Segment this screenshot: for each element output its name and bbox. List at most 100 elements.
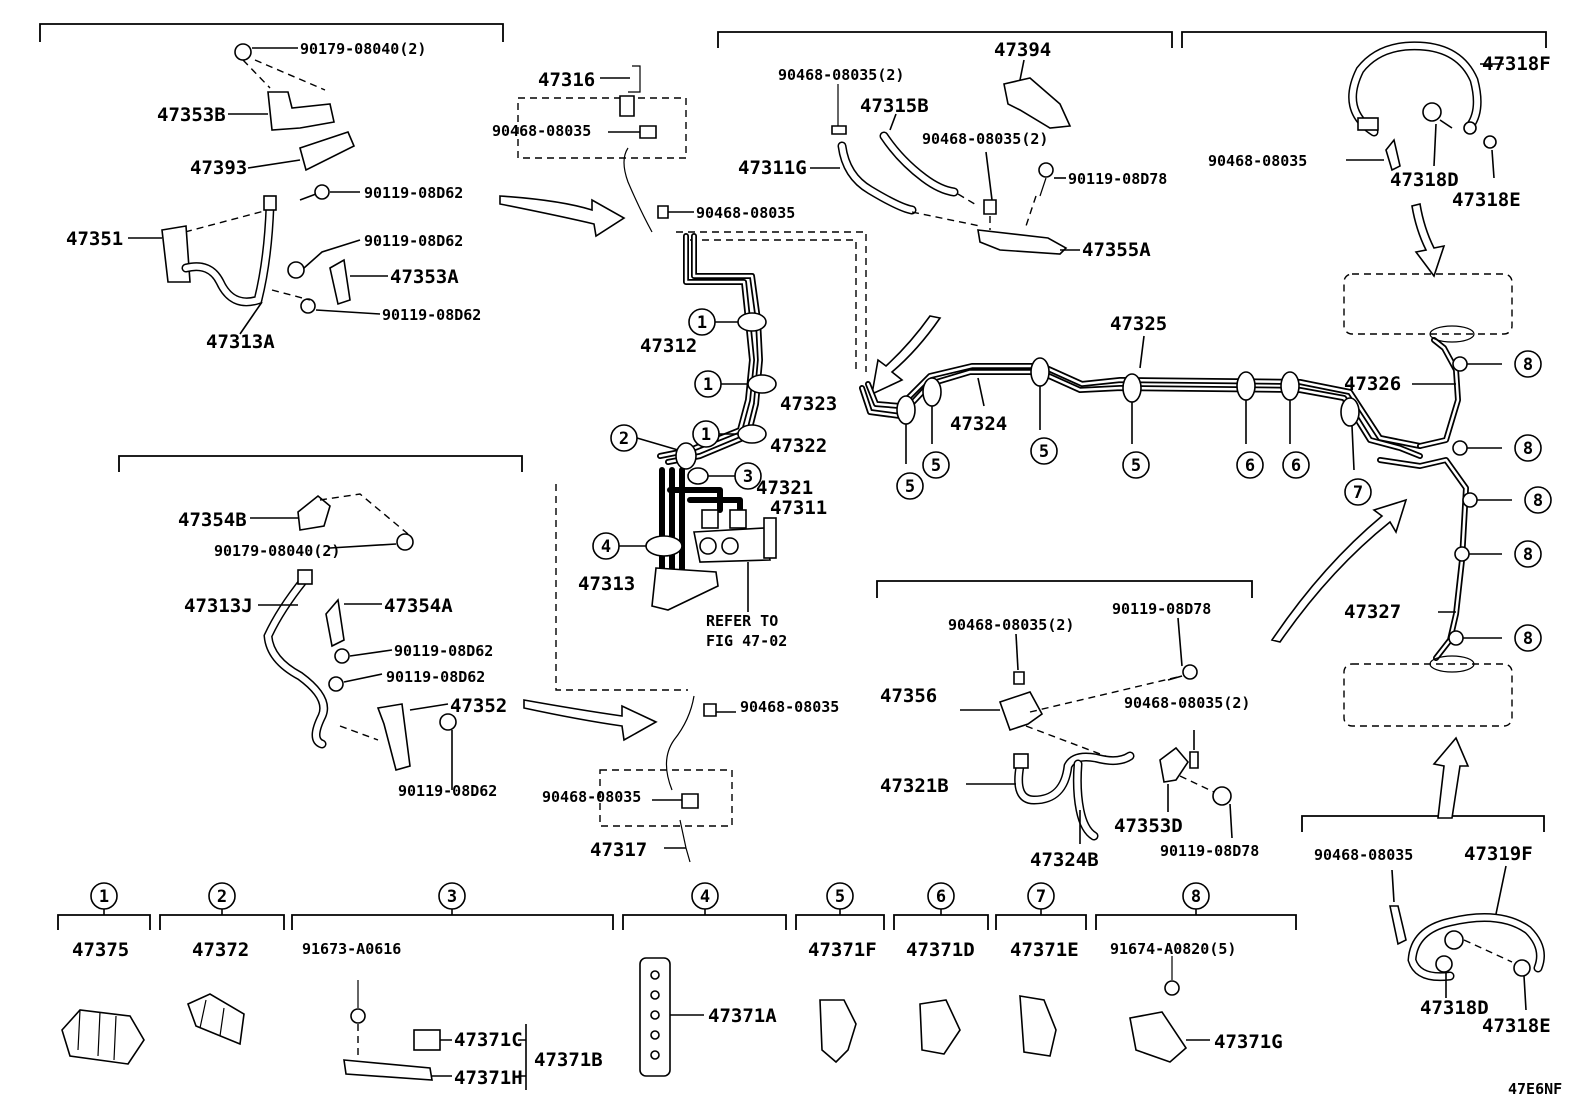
bottom-centre-hose-group [960,617,1233,844]
callout-1a: 1 [688,308,716,336]
callout-5b: 5 [922,451,950,479]
callout-4: 4 [592,532,620,560]
label-refer-fig: FIG 47-02 [706,632,787,650]
svg-text:2: 2 [217,887,227,907]
label-47311: 47311 [770,497,827,519]
callout-6b: 6 [1282,451,1310,479]
label-90119-08D62-a: 90119-08D62 [364,184,463,202]
svg-text:8: 8 [1523,355,1533,375]
label-47371B: 47371B [534,1049,603,1071]
label-47356: 47356 [880,685,937,707]
label-47371A: 47371A [708,1005,777,1027]
label-90119-08D78-b: 90119-08D78 [1112,600,1211,618]
svg-text:1: 1 [99,887,109,907]
svg-text:7: 7 [1353,483,1363,503]
label-47322: 47322 [770,435,827,457]
bottom-right-hose [1389,865,1545,1011]
svg-text:8: 8 [1523,629,1533,649]
label-90468-08035-2-c: 90468-08035(2) [948,616,1074,634]
label-refer-to: REFER TO [706,612,778,630]
label-47324: 47324 [950,413,1007,435]
label-90119-08D78-a: 90119-08D78 [1068,170,1167,188]
callout-7: 7 [1344,478,1372,506]
label-47321B: 47321B [880,775,949,797]
top-centre-hose-group [810,59,1080,255]
svg-text:7: 7 [1036,887,1046,907]
key-callout-3: 3 [438,882,466,910]
svg-text:1: 1 [697,313,707,333]
callout-8b: 8 [1514,434,1542,462]
label-90468-08035-br: 90468-08035 [1314,846,1413,864]
svg-text:1: 1 [703,375,713,395]
part-labels: 90179-08040(2) 47353B 47393 90119-08D62 … [66,39,1562,1098]
label-47372: 47372 [192,939,249,961]
callout-5d: 5 [1122,451,1150,479]
label-90119-08D62-b: 90119-08D62 [364,232,463,250]
key-callout-4: 4 [691,882,719,910]
label-90119-08D62-c: 90119-08D62 [382,306,481,324]
callout-1c: 1 [692,420,720,448]
label-47324B: 47324B [1030,849,1099,871]
callout-1b: 1 [694,370,722,398]
label-47371F: 47371F [808,939,877,961]
label-47323: 47323 [780,393,837,415]
label-47318D-b: 47318D [1420,997,1489,1019]
label-47311G: 47311G [738,157,807,179]
key-callout-1: 1 [90,882,118,910]
label-47375: 47375 [72,939,129,961]
label-47325: 47325 [1110,313,1167,335]
label-47371E: 47371E [1010,939,1079,961]
svg-text:6: 6 [936,887,946,907]
group-brackets [39,23,1547,930]
label-47351: 47351 [66,228,123,250]
main-rear-brake-lines [859,203,1513,819]
key-callout-6: 6 [927,882,955,910]
label-47313: 47313 [578,573,635,595]
label-47313J: 47313J [184,595,253,617]
svg-text:3: 3 [743,467,753,487]
label-90468-08035-2-mid: 90468-08035(2) [922,130,1048,148]
svg-text:5: 5 [931,456,941,476]
label-47319F: 47319F [1464,843,1533,865]
label-47312: 47312 [640,335,697,357]
label-47353A: 47353A [390,266,459,288]
svg-text:1: 1 [701,425,711,445]
svg-text:3: 3 [447,887,457,907]
svg-text:6: 6 [1291,456,1301,476]
label-90468-08035-box2: 90468-08035 [542,788,641,806]
label-47321: 47321 [756,477,813,499]
key-callout-2: 2 [208,882,236,910]
label-47352: 47352 [450,695,507,717]
label-47354A: 47354A [384,595,453,617]
top-right-hose [1346,41,1504,179]
key-callout-8: 8 [1182,882,1210,910]
svg-text:8: 8 [1523,545,1533,565]
label-47318E-a: 47318E [1452,189,1521,211]
callout-circles: 1 1 1 2 3 4 5 5 5 5 6 6 7 8 8 8 8 8 1 2 … [90,308,1552,910]
label-90119-08D78-c: 90119-08D78 [1160,842,1259,860]
clip-oval [1122,373,1142,403]
callout-8e: 8 [1514,624,1542,652]
clip-oval [896,395,916,425]
clip-oval [1340,397,1360,427]
svg-text:5: 5 [905,477,915,497]
svg-text:5: 5 [1131,456,1141,476]
svg-text:8: 8 [1523,439,1533,459]
label-90468-08035-m1: 90468-08035 [696,204,795,222]
svg-text:2: 2 [619,429,629,449]
label-47316: 47316 [538,69,595,91]
label-90468-08035-2-top: 90468-08035(2) [778,66,904,84]
label-91674-A0820: 91674-A0820(5) [1110,940,1236,958]
label-47371G: 47371G [1214,1031,1283,1053]
svg-text:6: 6 [1245,456,1255,476]
label-47355A: 47355A [1082,239,1151,261]
label-47318E-b: 47318E [1482,1015,1551,1037]
key-callout-7: 7 [1027,882,1055,910]
label-47353D: 47353D [1114,815,1183,837]
label-47353B: 47353B [157,104,226,126]
clip-oval [1236,371,1256,401]
svg-text:5: 5 [1039,442,1049,462]
label-47371C: 47371C [454,1029,523,1051]
callout-6a: 6 [1236,451,1264,479]
label-47317: 47317 [590,839,647,861]
